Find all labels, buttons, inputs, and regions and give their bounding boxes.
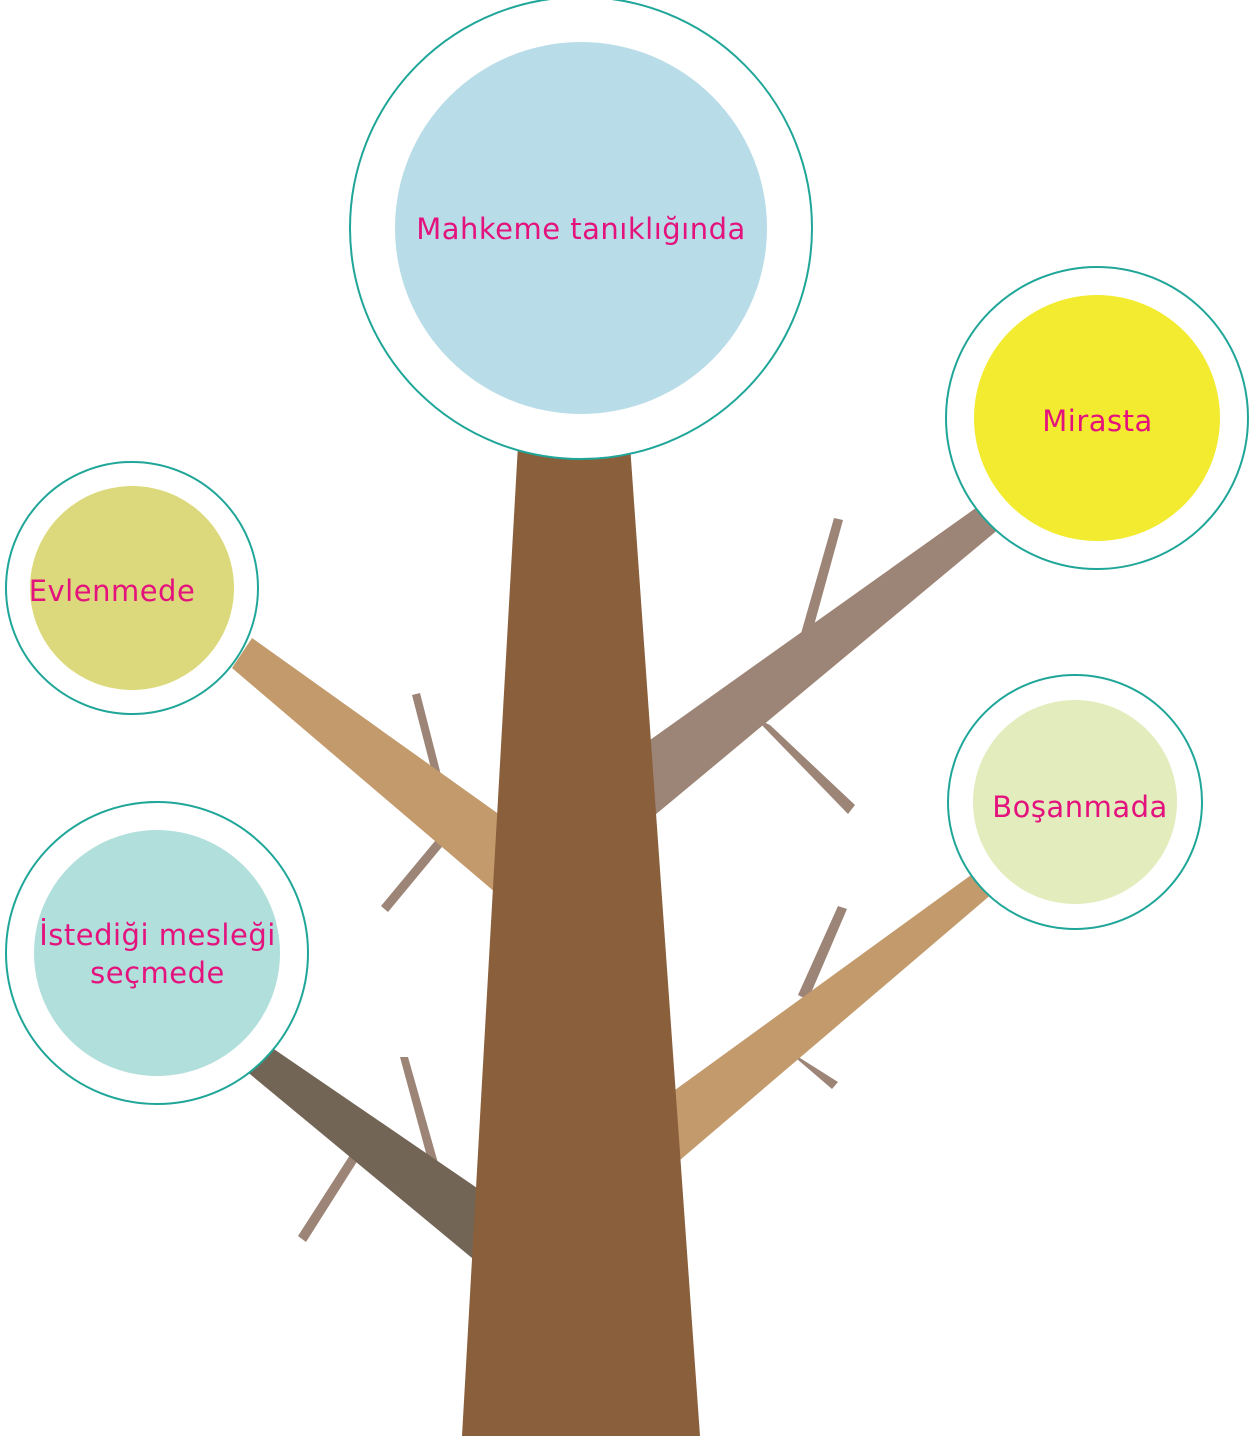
trunk <box>462 445 700 1436</box>
node-top-label: Mahkeme tanıklığında <box>416 212 746 247</box>
node-top-fill <box>395 42 767 414</box>
node-left-lower-fill <box>34 830 280 1076</box>
node-left-lower <box>5 801 309 1105</box>
node-right-lower <box>947 674 1203 930</box>
node-right-upper-label: Mirasta <box>1042 404 1153 439</box>
node-right-upper <box>945 266 1249 570</box>
node-left-upper <box>5 461 259 715</box>
branch-left-upper <box>232 638 500 912</box>
branch-right-upper <box>650 505 1000 815</box>
branch-right-lower <box>675 870 993 1160</box>
branch-left-lower <box>245 1043 480 1263</box>
node-left-lower-label: İstediği mesleği seçmede <box>39 918 276 990</box>
node-right-upper-fill <box>974 295 1220 541</box>
node-right-lower-fill <box>973 700 1177 904</box>
node-left-upper-label: Evlenmede <box>28 574 196 609</box>
node-left-upper-fill <box>30 486 234 690</box>
node-right-lower-label: Boşanmada <box>992 790 1168 825</box>
node-top <box>349 0 813 460</box>
